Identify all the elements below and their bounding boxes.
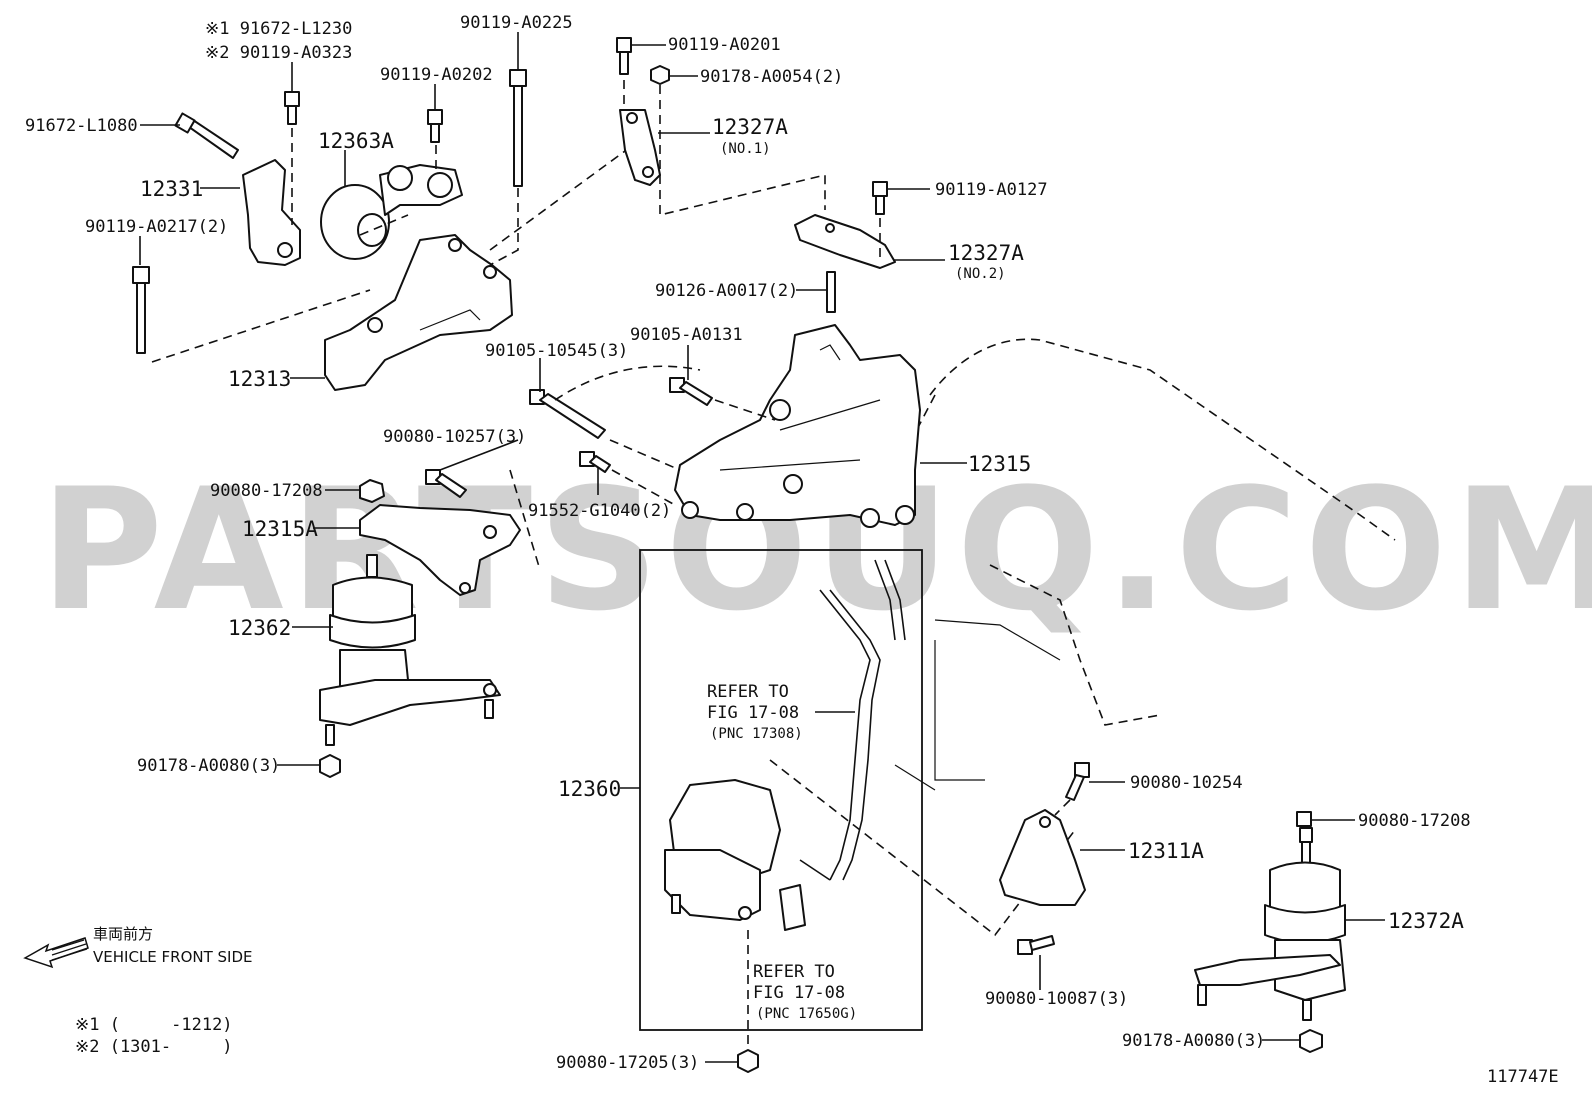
- label-90178-A0080-left: 90178-A0080(3): [137, 756, 280, 776]
- label-90080-10087: 90080-10087(3): [985, 989, 1128, 1009]
- label-12313: 12313: [228, 367, 291, 391]
- label-refer-to-2: REFER TO: [753, 962, 835, 982]
- part-12313-bracket: [324, 234, 513, 391]
- bolt-90080-10254: [1065, 762, 1090, 801]
- label-12315: 12315: [968, 452, 1031, 476]
- bolt-90119-A0202: [427, 109, 443, 143]
- part-12327A-no2: [794, 214, 896, 269]
- part-12360-assembly: [664, 559, 906, 931]
- bolt-90105-A0131: [669, 377, 713, 406]
- bolt-90119-A0323: [284, 91, 300, 125]
- part-12315A-bracket: [359, 504, 521, 596]
- nut-90080-17208-right: [1296, 811, 1312, 827]
- label-91552-G1040: 91552-G1040(2): [528, 501, 671, 521]
- label-91672-L1080: 91672-L1080: [25, 116, 138, 136]
- bolt-90080-10087: [1017, 935, 1055, 955]
- label-90119-A0225: 90119-A0225: [460, 13, 573, 33]
- leader-lines: [139, 32, 1385, 1063]
- orientation-label-en: VEHICLE FRONT SIDE: [93, 948, 253, 966]
- bolt-91672-L1080: [174, 112, 239, 159]
- label-pnc-17650g: (PNC 17650G): [756, 1006, 857, 1022]
- label-91672-L1230: ※1 91672-L1230: [205, 19, 352, 39]
- part-12362-mount: [319, 554, 501, 746]
- orientation-label-jp: 車両前方: [93, 925, 153, 943]
- nut-90080-17205: [737, 1049, 759, 1073]
- label-12331: 12331: [140, 177, 203, 201]
- part-12311A-bracket: [999, 809, 1086, 906]
- label-12327A-no2-sub: (NO.2): [955, 266, 1006, 282]
- label-90119-A0201: 90119-A0201: [668, 35, 781, 55]
- nut-90178-A0054: [650, 65, 670, 85]
- label-12362: 12362: [228, 616, 291, 640]
- nut-90080-17208-left: [359, 479, 385, 503]
- label-90080-10254: 90080-10254: [1130, 773, 1243, 793]
- part-12372A-mount: [1194, 827, 1346, 1021]
- label-12315A: 12315A: [242, 517, 318, 541]
- label-90080-17205: 90080-17205(3): [556, 1053, 699, 1073]
- label-90119-A0217: 90119-A0217(2): [85, 217, 228, 237]
- label-12327A-no1-sub: (NO.1): [720, 141, 771, 157]
- part-12327A-no1: [619, 109, 661, 186]
- label-fig-17-08-1: FIG 17-08: [707, 703, 799, 723]
- label-90105-A0131: 90105-A0131: [630, 325, 743, 345]
- part-12363A-mount: [320, 164, 463, 260]
- figure-id: 117747E: [1487, 1067, 1559, 1087]
- label-90119-A0127: 90119-A0127: [935, 180, 1048, 200]
- label-fig-17-08-2: FIG 17-08: [753, 983, 845, 1003]
- label-90105-10545: 90105-10545(3): [485, 341, 628, 361]
- part-12331-bracket: [242, 159, 301, 266]
- bolt-90119-A0217: [132, 266, 150, 354]
- footnote-2: ※2 (1301- ): [75, 1037, 233, 1057]
- bolt-90119-A0201: [616, 37, 632, 75]
- bolt-90080-10257: [425, 469, 467, 498]
- nut-90178-A0080-right: [1299, 1029, 1323, 1053]
- bolt-91552-G1040: [579, 451, 611, 473]
- label-90080-17208-right: 90080-17208: [1358, 811, 1471, 831]
- label-90080-17208-left: 90080-17208: [210, 481, 323, 501]
- label-12372A: 12372A: [1388, 909, 1464, 933]
- part-12315-bracket: [674, 324, 921, 528]
- label-pnc-17308: (PNC 17308): [710, 726, 803, 742]
- bolt-90119-A0225: [509, 69, 527, 187]
- callout-box-12360: [639, 549, 923, 1031]
- label-12327A-no1: 12327A: [712, 115, 788, 139]
- label-90178-A0080-right: 90178-A0080(3): [1122, 1031, 1265, 1051]
- footnote-1: ※1 ( -1212): [75, 1015, 233, 1035]
- label-90178-A0054: 90178-A0054(2): [700, 67, 843, 87]
- label-12327A-no2: 12327A: [948, 241, 1024, 265]
- label-12311A: 12311A: [1128, 839, 1204, 863]
- bolt-90119-A0127: [872, 181, 888, 215]
- label-90119-A0323: ※2 90119-A0323: [205, 43, 352, 63]
- label-refer-to-1: REFER TO: [707, 682, 789, 702]
- label-90119-A0202: 90119-A0202: [380, 65, 493, 85]
- label-12363A: 12363A: [318, 129, 394, 153]
- nut-90178-A0080-left: [319, 754, 341, 778]
- label-12360: 12360: [558, 777, 621, 801]
- bolt-90105-10545: [529, 389, 606, 439]
- stud-90126-A0017: [826, 271, 836, 313]
- label-90126-A0017: 90126-A0017(2): [655, 281, 798, 301]
- arrow-left-icon: [23, 937, 89, 969]
- label-90080-10257: 90080-10257(3): [383, 427, 526, 447]
